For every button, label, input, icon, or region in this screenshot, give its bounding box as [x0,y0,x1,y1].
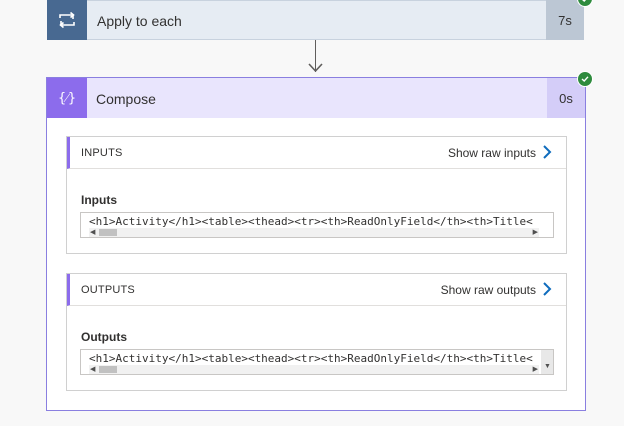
compose-header[interactable]: {⁄} Compose 0s [47,78,585,118]
outputs-section-header: OUTPUTS Show raw outputs [67,274,566,306]
horizontal-scrollbar[interactable]: ◀ ▶ [89,365,539,374]
outputs-field-label: Outputs [81,330,127,344]
inputs-section-header: INPUTS Show raw inputs [67,137,566,169]
vertical-scrollbar[interactable]: ▼ [541,350,553,374]
outputs-section: OUTPUTS Show raw outputs Outputs <h1>Act… [66,273,567,391]
horizontal-scrollbar[interactable]: ◀ ▶ [89,228,539,237]
apply-to-each-duration: 7s [546,0,584,40]
inputs-field-label: Inputs [81,193,117,207]
inputs-section: INPUTS Show raw inputs Inputs <h1>Activi… [66,136,567,254]
scroll-left-icon[interactable]: ◀ [90,229,96,236]
outputs-value-box[interactable]: <h1>Activity</h1><table><thead><tr><th>R… [80,349,554,375]
show-raw-outputs-link[interactable]: Show raw outputs [440,283,536,297]
scrollbar-thumb[interactable] [99,229,117,236]
show-raw-inputs-link[interactable]: Show raw inputs [447,146,536,160]
chevron-right-icon[interactable] [542,282,552,296]
scroll-right-icon[interactable]: ▶ [532,229,538,236]
apply-to-each-title: Apply to each [97,13,182,29]
compose-card: {⁄} Compose 0s INPUTS Show raw inputs In… [46,77,586,411]
inputs-value: <h1>Activity</h1><table><thead><tr><th>R… [89,215,533,228]
scroll-right-icon[interactable]: ▶ [532,366,538,373]
connector-line [315,40,316,72]
loop-icon [47,0,87,40]
expression-icon: {⁄} [47,78,87,118]
chevron-right-icon[interactable] [542,145,552,159]
outputs-value: <h1>Activity</h1><table><thead><tr><th>R… [89,352,533,365]
compose-title: Compose [96,91,156,107]
outputs-section-label: OUTPUTS [81,284,135,296]
scrollbar-thumb[interactable] [99,366,117,373]
scroll-down-icon[interactable]: ▼ [544,363,551,370]
apply-to-each-card[interactable]: Apply to each 7s [47,0,584,40]
arrow-down-icon [308,63,323,73]
inputs-section-label: INPUTS [81,147,123,159]
scroll-left-icon[interactable]: ◀ [90,366,96,373]
success-check-icon [577,71,593,87]
inputs-value-box[interactable]: <h1>Activity</h1><table><thead><tr><th>R… [80,212,554,238]
